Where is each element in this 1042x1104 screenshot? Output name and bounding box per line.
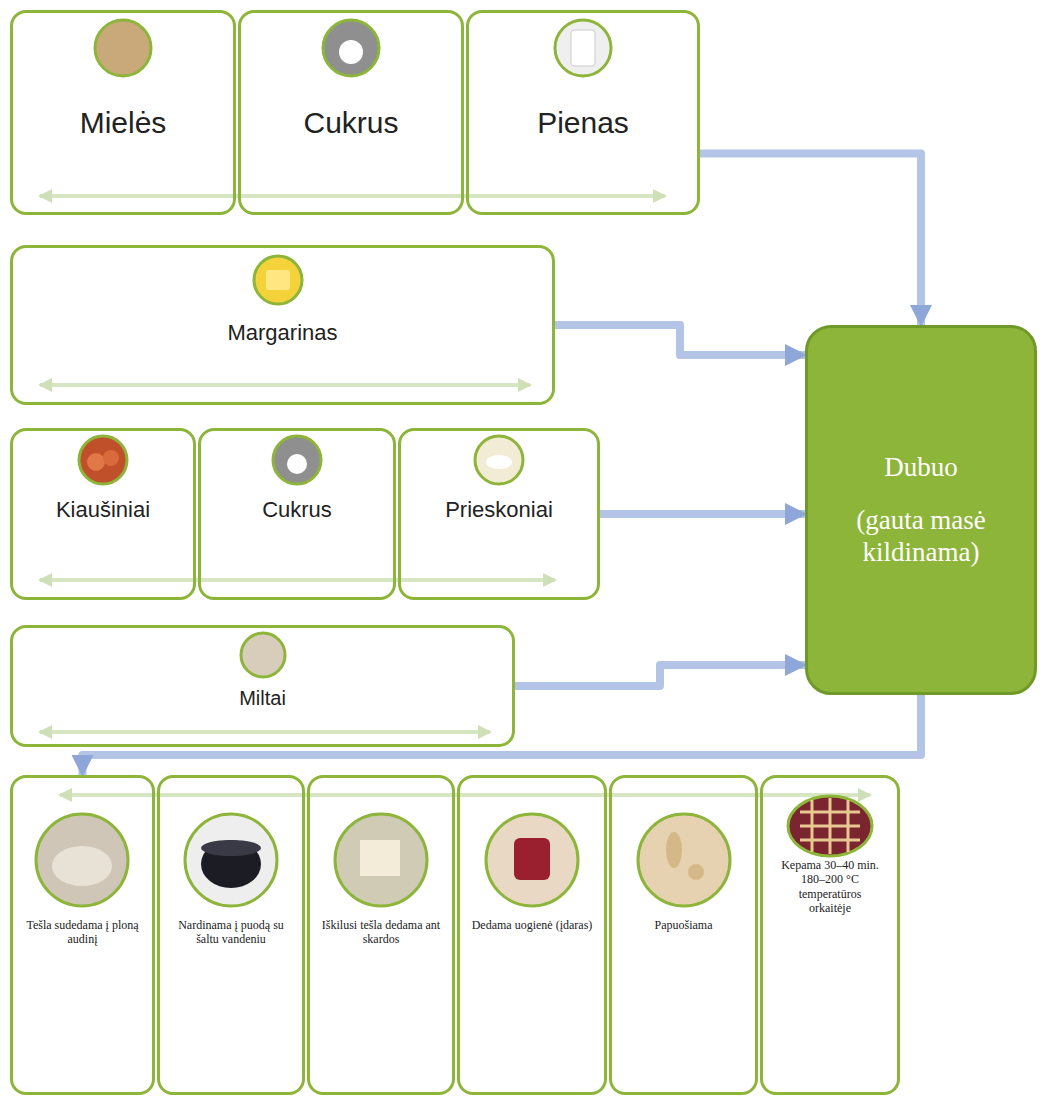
step-box: Kepama 30–40 min. 180–200 °C temperatūro…	[760, 775, 900, 1095]
flow-arrow	[600, 510, 805, 518]
ingredient-icon	[95, 20, 151, 76]
flow-arrow	[83, 695, 922, 775]
ingredient-icon	[475, 436, 523, 484]
decoration-detail	[666, 832, 682, 868]
node-label: (gauta masė kildinama)	[824, 504, 1018, 569]
ingredient-box: Mielės	[10, 10, 236, 215]
double-arrow	[40, 730, 490, 734]
ingredient-icon	[555, 20, 611, 76]
step-text: Nardinama į puodą su šaltu vandeniu	[168, 918, 294, 947]
ingredient-icon	[254, 256, 302, 304]
double-arrow	[40, 194, 665, 198]
step-box: Dedama uogienė (įdaras)	[457, 775, 607, 1095]
step-box: Papuošiama	[609, 775, 758, 1095]
tray-detail	[360, 840, 400, 876]
flow-arrow	[700, 154, 921, 326]
ingredient-box: Miltai	[10, 625, 515, 747]
milk-glass	[571, 30, 595, 66]
node-label: Margarinas	[227, 320, 337, 346]
ingredient-icon	[79, 436, 127, 484]
node-label: Prieskoniai	[445, 497, 553, 523]
margarine-block	[266, 270, 290, 290]
step-photo	[335, 814, 427, 906]
step-text: Tešla sudedama į ploną audinį	[21, 918, 144, 947]
double-arrow	[40, 578, 555, 582]
step-photo	[486, 814, 578, 906]
double-arrow	[40, 383, 530, 387]
flow-arrow	[515, 665, 805, 686]
dough-detail	[52, 846, 112, 886]
pie-lattice	[800, 798, 860, 854]
sugar-detail	[339, 40, 363, 64]
step-box: Tešla sudedama į ploną audinį	[10, 775, 155, 1095]
node-label: Kiaušiniai	[56, 497, 150, 523]
ingredient-icon	[323, 20, 379, 76]
step-photo	[185, 814, 277, 906]
spice-detail	[486, 455, 512, 469]
node-label: Cukrus	[303, 105, 398, 141]
step-photo	[638, 814, 730, 906]
ingredient-icon	[273, 436, 321, 484]
node-label: Miltai	[239, 686, 286, 710]
node-label: Mielės	[80, 105, 167, 141]
step-text: Iškilusi tešla dedama ant skardos	[318, 918, 444, 947]
step-text: Papuošiama	[655, 918, 713, 932]
node-label: Dubuo	[884, 451, 958, 483]
ingredient-box: Cukrus	[238, 10, 464, 215]
ingredient-box: Kiaušiniai	[10, 428, 196, 600]
step-photo	[788, 796, 872, 856]
decoration-detail	[688, 864, 704, 880]
node-label: Cukrus	[262, 497, 332, 523]
node-label: Pienas	[537, 105, 629, 141]
ingredient-box: Prieskoniai	[398, 428, 600, 600]
ingredient-box: Pienas	[466, 10, 700, 215]
step-text: Dedama uogienė (įdaras)	[472, 918, 593, 932]
step-text: Kepama 30–40 min. 180–200 °C temperatūro…	[778, 858, 882, 916]
egg-detail	[103, 450, 119, 466]
ingredient-box: Cukrus	[198, 428, 396, 600]
pot-detail	[201, 840, 261, 856]
step-box: Nardinama į puodą su šaltu vandeniu	[157, 775, 305, 1095]
sugar-detail	[287, 454, 307, 474]
ingredient-icon	[241, 633, 285, 677]
double-arrow	[40, 196, 870, 795]
pot-detail	[201, 840, 261, 888]
step-box: Iškilusi tešla dedama ant skardos	[307, 775, 455, 1095]
flow-arrow	[555, 325, 805, 355]
double-arrow	[60, 793, 870, 797]
jam-jar	[514, 838, 550, 880]
bowl-box: Dubuo (gauta masė kildinama)	[805, 325, 1037, 695]
egg-detail	[87, 453, 105, 471]
ingredient-box: Margarinas	[10, 245, 555, 405]
step-photo	[36, 814, 128, 906]
